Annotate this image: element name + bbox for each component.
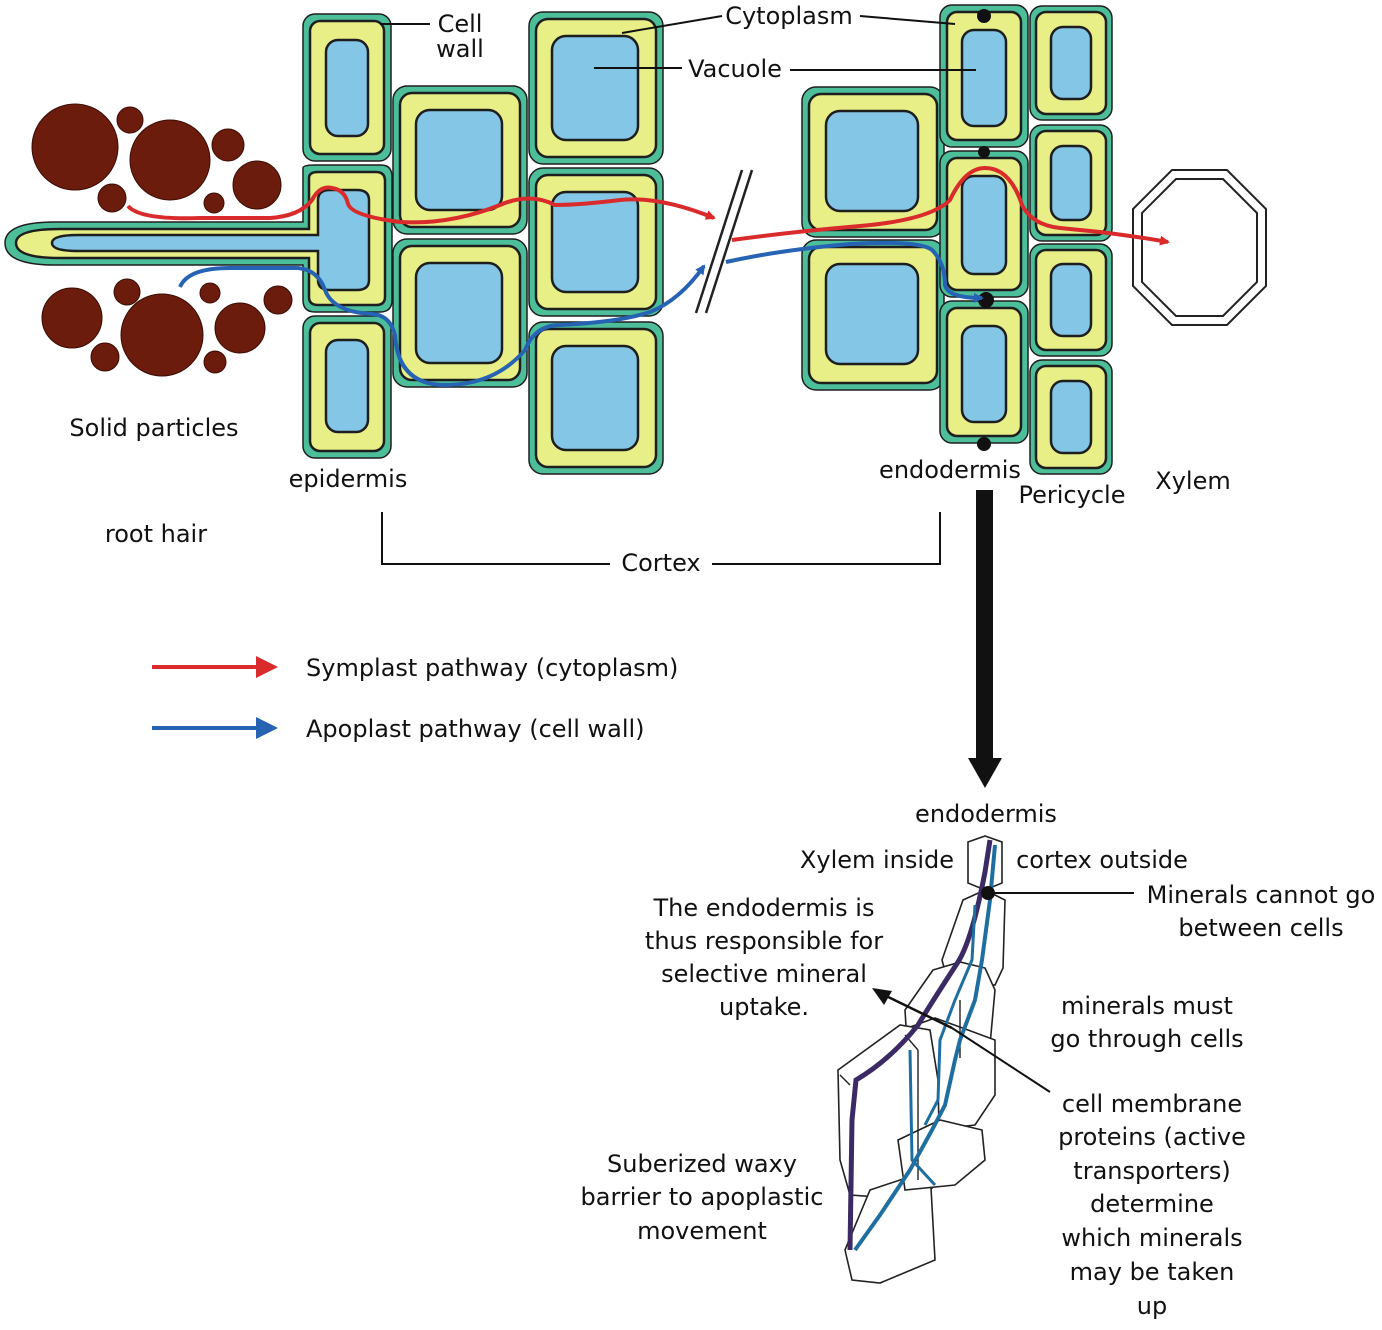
minerals-cannot-line1: Minerals cannot go <box>1147 881 1376 909</box>
membrane-proteins-line1: cell membrane <box>1062 1090 1242 1118</box>
legend: Symplast pathway (cytoplasm) Apoplast pa… <box>152 654 678 743</box>
legend-apoplast-label: Apoplast pathway (cell wall) <box>306 715 645 743</box>
root-hair-cell <box>4 164 393 313</box>
xylem-inside-label: Xylem inside <box>800 846 954 874</box>
epidermis-cells <box>302 13 392 459</box>
endodermis-3d-detail <box>837 835 1006 1284</box>
minerals-cannot-line2: between cells <box>1178 914 1343 942</box>
responsible-arrowhead <box>872 988 892 1005</box>
suberized-line1: Suberized waxy <box>607 1150 797 1178</box>
suberized-line3: movement <box>637 1217 767 1245</box>
xylem-vessel <box>1132 169 1267 326</box>
endodermis-cells <box>939 4 1029 444</box>
epidermis-label: epidermis <box>289 465 408 493</box>
endodermis-responsible-line2: thus responsible for <box>645 927 883 955</box>
cell-wall-label-line2: wall <box>436 35 484 63</box>
membrane-proteins-line7: up <box>1137 1292 1167 1320</box>
suberized-line2: barrier to apoplastic <box>581 1183 824 1211</box>
minerals-must-line1: minerals must <box>1061 992 1233 1020</box>
cytoplasm-label: Cytoplasm <box>725 2 853 30</box>
cell-wall-label-line1: Cell <box>438 10 483 38</box>
endodermis-responsible-line4: uptake. <box>719 993 809 1021</box>
cytoplasm-leader-right <box>859 15 956 25</box>
membrane-proteins-line5: which minerals <box>1061 1224 1242 1252</box>
apoplast-pathway-arrow-left <box>178 264 706 388</box>
endodermis-responsible-line1: The endodermis is <box>653 894 875 922</box>
zoom-down-arrow <box>968 490 1002 788</box>
cytoplasm-leader-left <box>621 15 723 34</box>
cortex-bracket <box>381 512 941 565</box>
vacuole-label: Vacuole <box>688 55 782 83</box>
break-mark <box>694 169 754 314</box>
pericycle-label: Pericycle <box>1019 481 1126 509</box>
membrane-proteins-line3: transporters) <box>1073 1157 1230 1185</box>
membrane-proteins-line4: determine <box>1090 1190 1214 1218</box>
cortex-cells-left <box>392 11 664 475</box>
apoplast-pathway-arrow-right <box>725 240 984 303</box>
soil-particles <box>31 103 293 377</box>
cortex-label: Cortex <box>621 549 700 577</box>
responsible-arrow-line <box>881 992 953 1030</box>
cortex-cells-right <box>801 86 945 391</box>
detail-endodermis-label: endodermis <box>915 800 1057 828</box>
root-hair-label: root hair <box>105 520 207 548</box>
symplast-pathway-arrow-left <box>126 185 716 225</box>
cortex-outside-label: cortex outside <box>1016 846 1188 874</box>
pericycle-cells <box>1029 5 1113 475</box>
membrane-proteins-leader <box>951 1027 1051 1093</box>
membrane-proteins-line6: may be taken <box>1070 1258 1235 1286</box>
endodermis-responsible-line3: selective mineral <box>661 960 867 988</box>
endodermis-label: endodermis <box>879 456 1021 484</box>
minerals-must-line2: go through cells <box>1050 1025 1243 1053</box>
solid-particles-label: Solid particles <box>69 414 238 442</box>
xylem-label: Xylem <box>1155 467 1230 495</box>
membrane-proteins-line2: proteins (active <box>1058 1123 1246 1151</box>
symplast-pathway-arrow-right <box>731 165 1170 246</box>
legend-symplast-label: Symplast pathway (cytoplasm) <box>306 654 678 682</box>
